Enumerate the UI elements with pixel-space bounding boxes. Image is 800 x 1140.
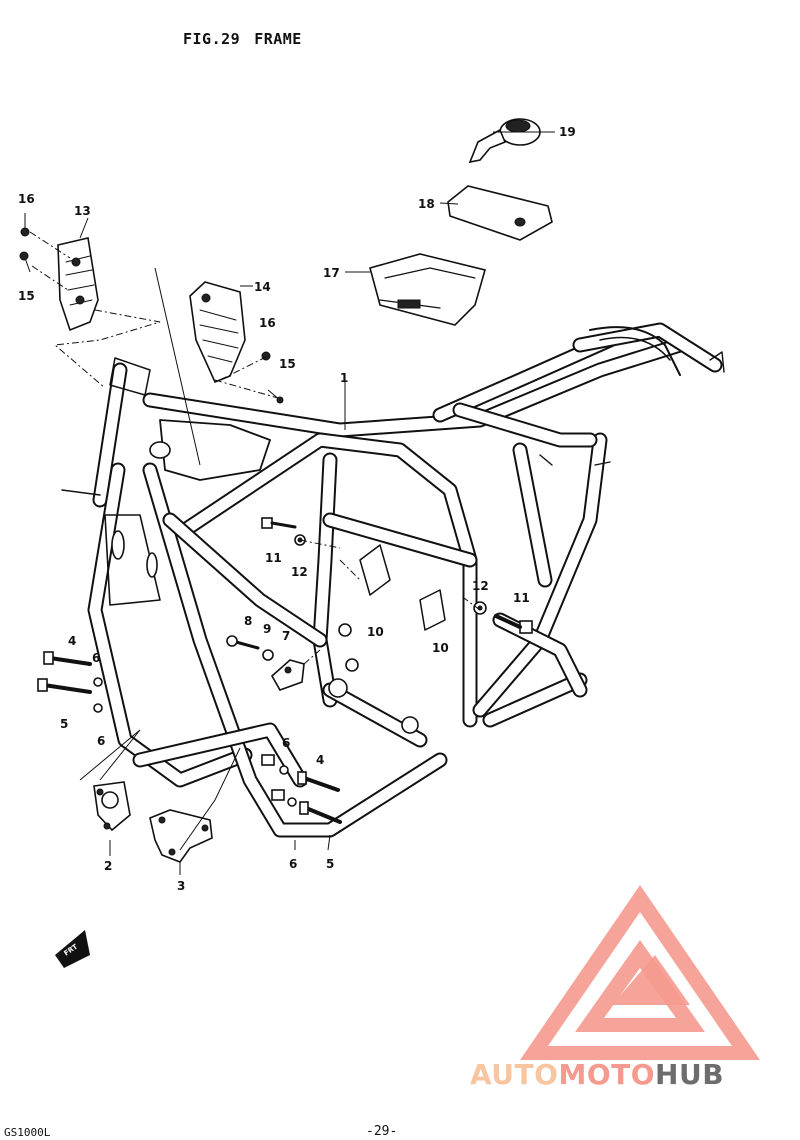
callout-4-left: 4 bbox=[68, 634, 76, 648]
bolts-left bbox=[37, 651, 103, 713]
frame-body bbox=[61, 322, 725, 838]
callout-13: 13 bbox=[74, 204, 91, 218]
footer-code: GS1000L bbox=[4, 1126, 51, 1139]
bolt-11-right bbox=[473, 601, 533, 634]
part-13-plate bbox=[57, 237, 99, 332]
callout-5-left: 5 bbox=[60, 717, 68, 731]
figure-name: FRAME bbox=[254, 30, 302, 48]
part-3-bracket bbox=[149, 809, 213, 863]
callout-8: 8 bbox=[244, 614, 252, 628]
callout-7: 7 bbox=[282, 629, 290, 643]
callout-6-d: 6 bbox=[289, 857, 297, 871]
watermark-logo-mark bbox=[520, 885, 760, 1060]
callout-6-b: 6 bbox=[97, 734, 105, 748]
callout-10-a: 10 bbox=[367, 625, 384, 639]
callout-1: 1 bbox=[340, 371, 348, 385]
part-14-plate bbox=[189, 281, 246, 384]
part-18-cover bbox=[447, 185, 553, 241]
callout-11-a: 11 bbox=[265, 551, 282, 565]
callout-3: 3 bbox=[177, 879, 185, 893]
callout-labels: 1 2 3 4 4 5 5 6 6 6 6 7 8 9 10 10 11 11 … bbox=[18, 125, 576, 893]
callout-11-b: 11 bbox=[513, 591, 530, 605]
callout-15-b: 15 bbox=[279, 357, 296, 371]
bracket-7-group bbox=[226, 635, 305, 691]
watermark-logo-text: AUTOMOTOHUB bbox=[470, 1058, 725, 1091]
callout-16-b: 16 bbox=[259, 316, 276, 330]
callout-15-a: 15 bbox=[18, 289, 35, 303]
callout-12-a: 12 bbox=[291, 565, 308, 579]
callout-19: 19 bbox=[559, 125, 576, 139]
callout-6-a: 6 bbox=[92, 651, 100, 665]
callout-18: 18 bbox=[418, 197, 435, 211]
bolts-right bbox=[261, 754, 342, 824]
callout-9: 9 bbox=[263, 622, 271, 636]
callout-12-b: 12 bbox=[472, 579, 489, 593]
page-number: -29- bbox=[366, 1124, 398, 1139]
callout-5-right: 5 bbox=[326, 857, 334, 871]
callout-17: 17 bbox=[323, 266, 340, 280]
screw-group-upper-left bbox=[19, 213, 31, 273]
callout-2: 2 bbox=[104, 859, 112, 873]
callout-14: 14 bbox=[254, 280, 271, 294]
figure-title: FIG.29 FRAME bbox=[183, 30, 316, 48]
part-17-tray bbox=[369, 253, 486, 326]
callout-16-a: 16 bbox=[18, 192, 35, 206]
figure-number: FIG.29 bbox=[183, 30, 241, 48]
bolt-11-left bbox=[261, 517, 306, 546]
leader-lines bbox=[29, 131, 555, 875]
part-19-unit bbox=[468, 118, 541, 164]
callout-10-b: 10 bbox=[432, 641, 449, 655]
callout-4-right: 4 bbox=[316, 753, 324, 767]
front-direction-arrow-icon: FRT bbox=[55, 930, 90, 968]
callout-6-c: 6 bbox=[282, 736, 290, 750]
part-2-mount-plate bbox=[93, 781, 131, 832]
